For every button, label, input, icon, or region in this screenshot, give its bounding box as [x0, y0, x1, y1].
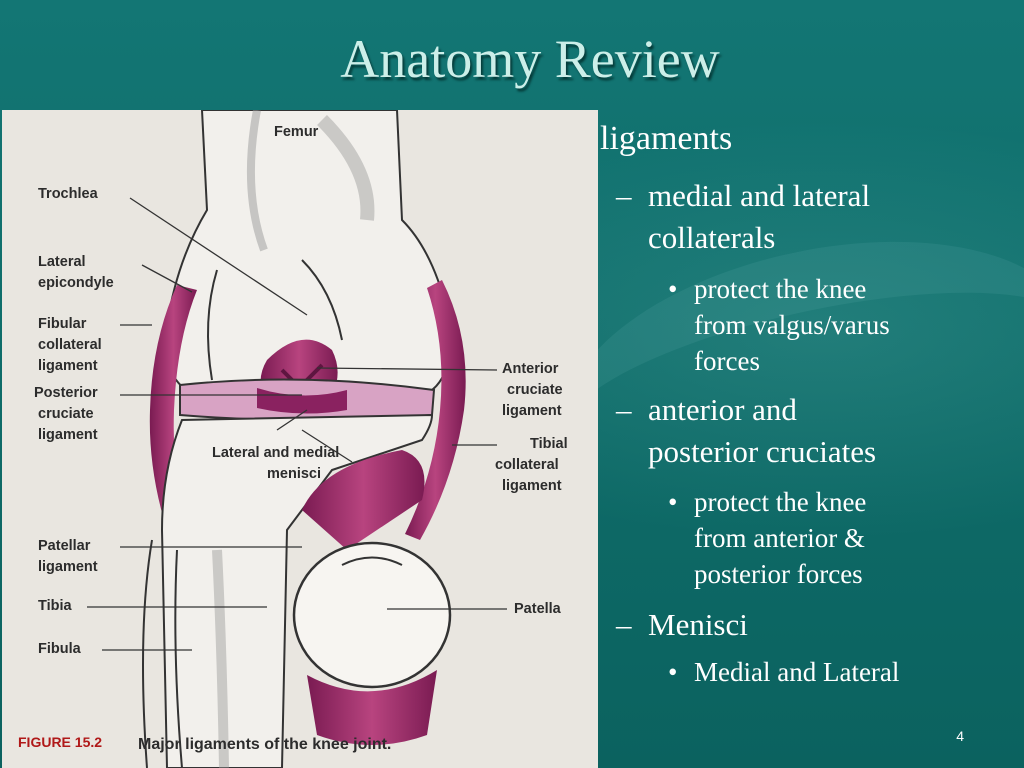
label-menisci-1: Lateral and medial [212, 445, 339, 461]
label-patellar-ligament-1: Patellar [38, 538, 91, 554]
label-anterior-cruciate-2: cruciate [507, 382, 563, 398]
label-patella: Patella [514, 601, 562, 617]
label-fibular-collateral-3: ligament [38, 358, 98, 374]
tibial-collateral-ligament [405, 280, 466, 540]
label-patellar-ligament-2: ligament [38, 559, 98, 575]
label-lateral-epicondyle-1: Lateral [38, 254, 86, 270]
heading-cruciates-line2: posterior cruciates [648, 434, 877, 469]
label-tibial-collateral-3: ligament [502, 478, 562, 494]
knee-diagram: Femur Trochlea Lateral epicondyle Fibula… [18, 110, 568, 768]
label-menisci-2: menisci [267, 466, 321, 482]
detail-menisci: Medial and Lateral [694, 657, 900, 687]
figure-caption-number: FIGURE 15.2 [18, 734, 102, 750]
label-lateral-epicondyle-2: epicondyle [38, 275, 114, 291]
heading-menisci: Menisci [648, 607, 748, 642]
page-number: 4 [956, 728, 964, 744]
detail-cruciates-line3: posterior forces [694, 559, 863, 589]
bullet-ligaments: ligaments [600, 120, 733, 157]
patellar-ligament [302, 450, 425, 550]
heading-collaterals-line2: collaterals [648, 220, 776, 255]
bullet-dot: • [668, 657, 678, 687]
figure-caption-text: Major ligaments of the knee joint. [138, 736, 391, 753]
label-fibular-collateral-1: Fibular [38, 316, 87, 332]
detail-collaterals-line1: protect the knee [694, 274, 867, 304]
patella-bone [292, 541, 452, 689]
label-posterior-cruciate-3: ligament [38, 427, 98, 443]
label-tibia: Tibia [38, 598, 73, 614]
label-anterior-cruciate-3: ligament [502, 403, 562, 419]
label-tibial-collateral-2: collateral [495, 457, 559, 473]
bullet-dot: • [668, 487, 678, 517]
dash-marker: – [616, 178, 632, 213]
label-tibial-collateral-1: Tibial [530, 436, 568, 452]
detail-cruciates-line1: protect the knee [694, 487, 867, 517]
detail-collaterals-line3: forces [694, 346, 760, 376]
detail-cruciates-line2: from anterior & [694, 523, 865, 553]
knee-figure: Femur Trochlea Lateral epicondyle Fibula… [2, 110, 598, 768]
bullet-dot: • [668, 274, 678, 304]
tibia-bone [160, 413, 434, 768]
dash-marker: – [616, 607, 632, 642]
heading-cruciates-line1: anterior and [648, 392, 797, 427]
detail-collaterals-line2: from valgus/varus [694, 310, 890, 340]
label-trochlea: Trochlea [38, 186, 99, 202]
slide-title: Anatomy Review [340, 29, 720, 89]
heading-collaterals-line1: medial and lateral [648, 178, 871, 213]
label-fibula: Fibula [38, 641, 82, 657]
label-posterior-cruciate-2: cruciate [38, 406, 94, 422]
dash-marker: – [616, 392, 632, 427]
label-fibular-collateral-2: collateral [38, 337, 102, 353]
label-posterior-cruciate-1: Posterior [34, 385, 98, 401]
label-femur: Femur [274, 124, 319, 140]
label-anterior-cruciate-1: Anterior [502, 361, 559, 377]
fibular-collateral-ligament [149, 285, 197, 530]
